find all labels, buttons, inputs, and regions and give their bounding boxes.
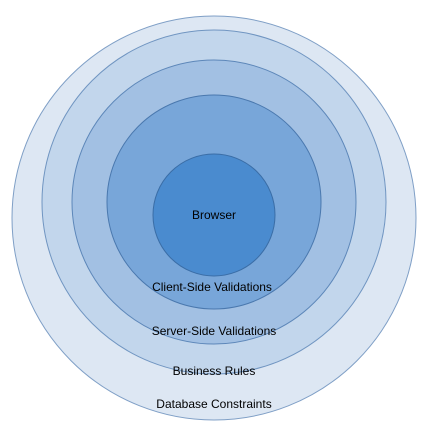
layer-server-side-validations-label: Server-Side Validations bbox=[152, 324, 277, 338]
layer-client-side-validations-label: Client-Side Validations bbox=[152, 280, 272, 294]
layer-business-rules-label: Business Rules bbox=[173, 364, 256, 378]
layer-browser-circle bbox=[152, 153, 276, 277]
layer-browser-label: Browser bbox=[192, 208, 236, 222]
layer-database-constraints-label: Database Constraints bbox=[156, 397, 271, 411]
